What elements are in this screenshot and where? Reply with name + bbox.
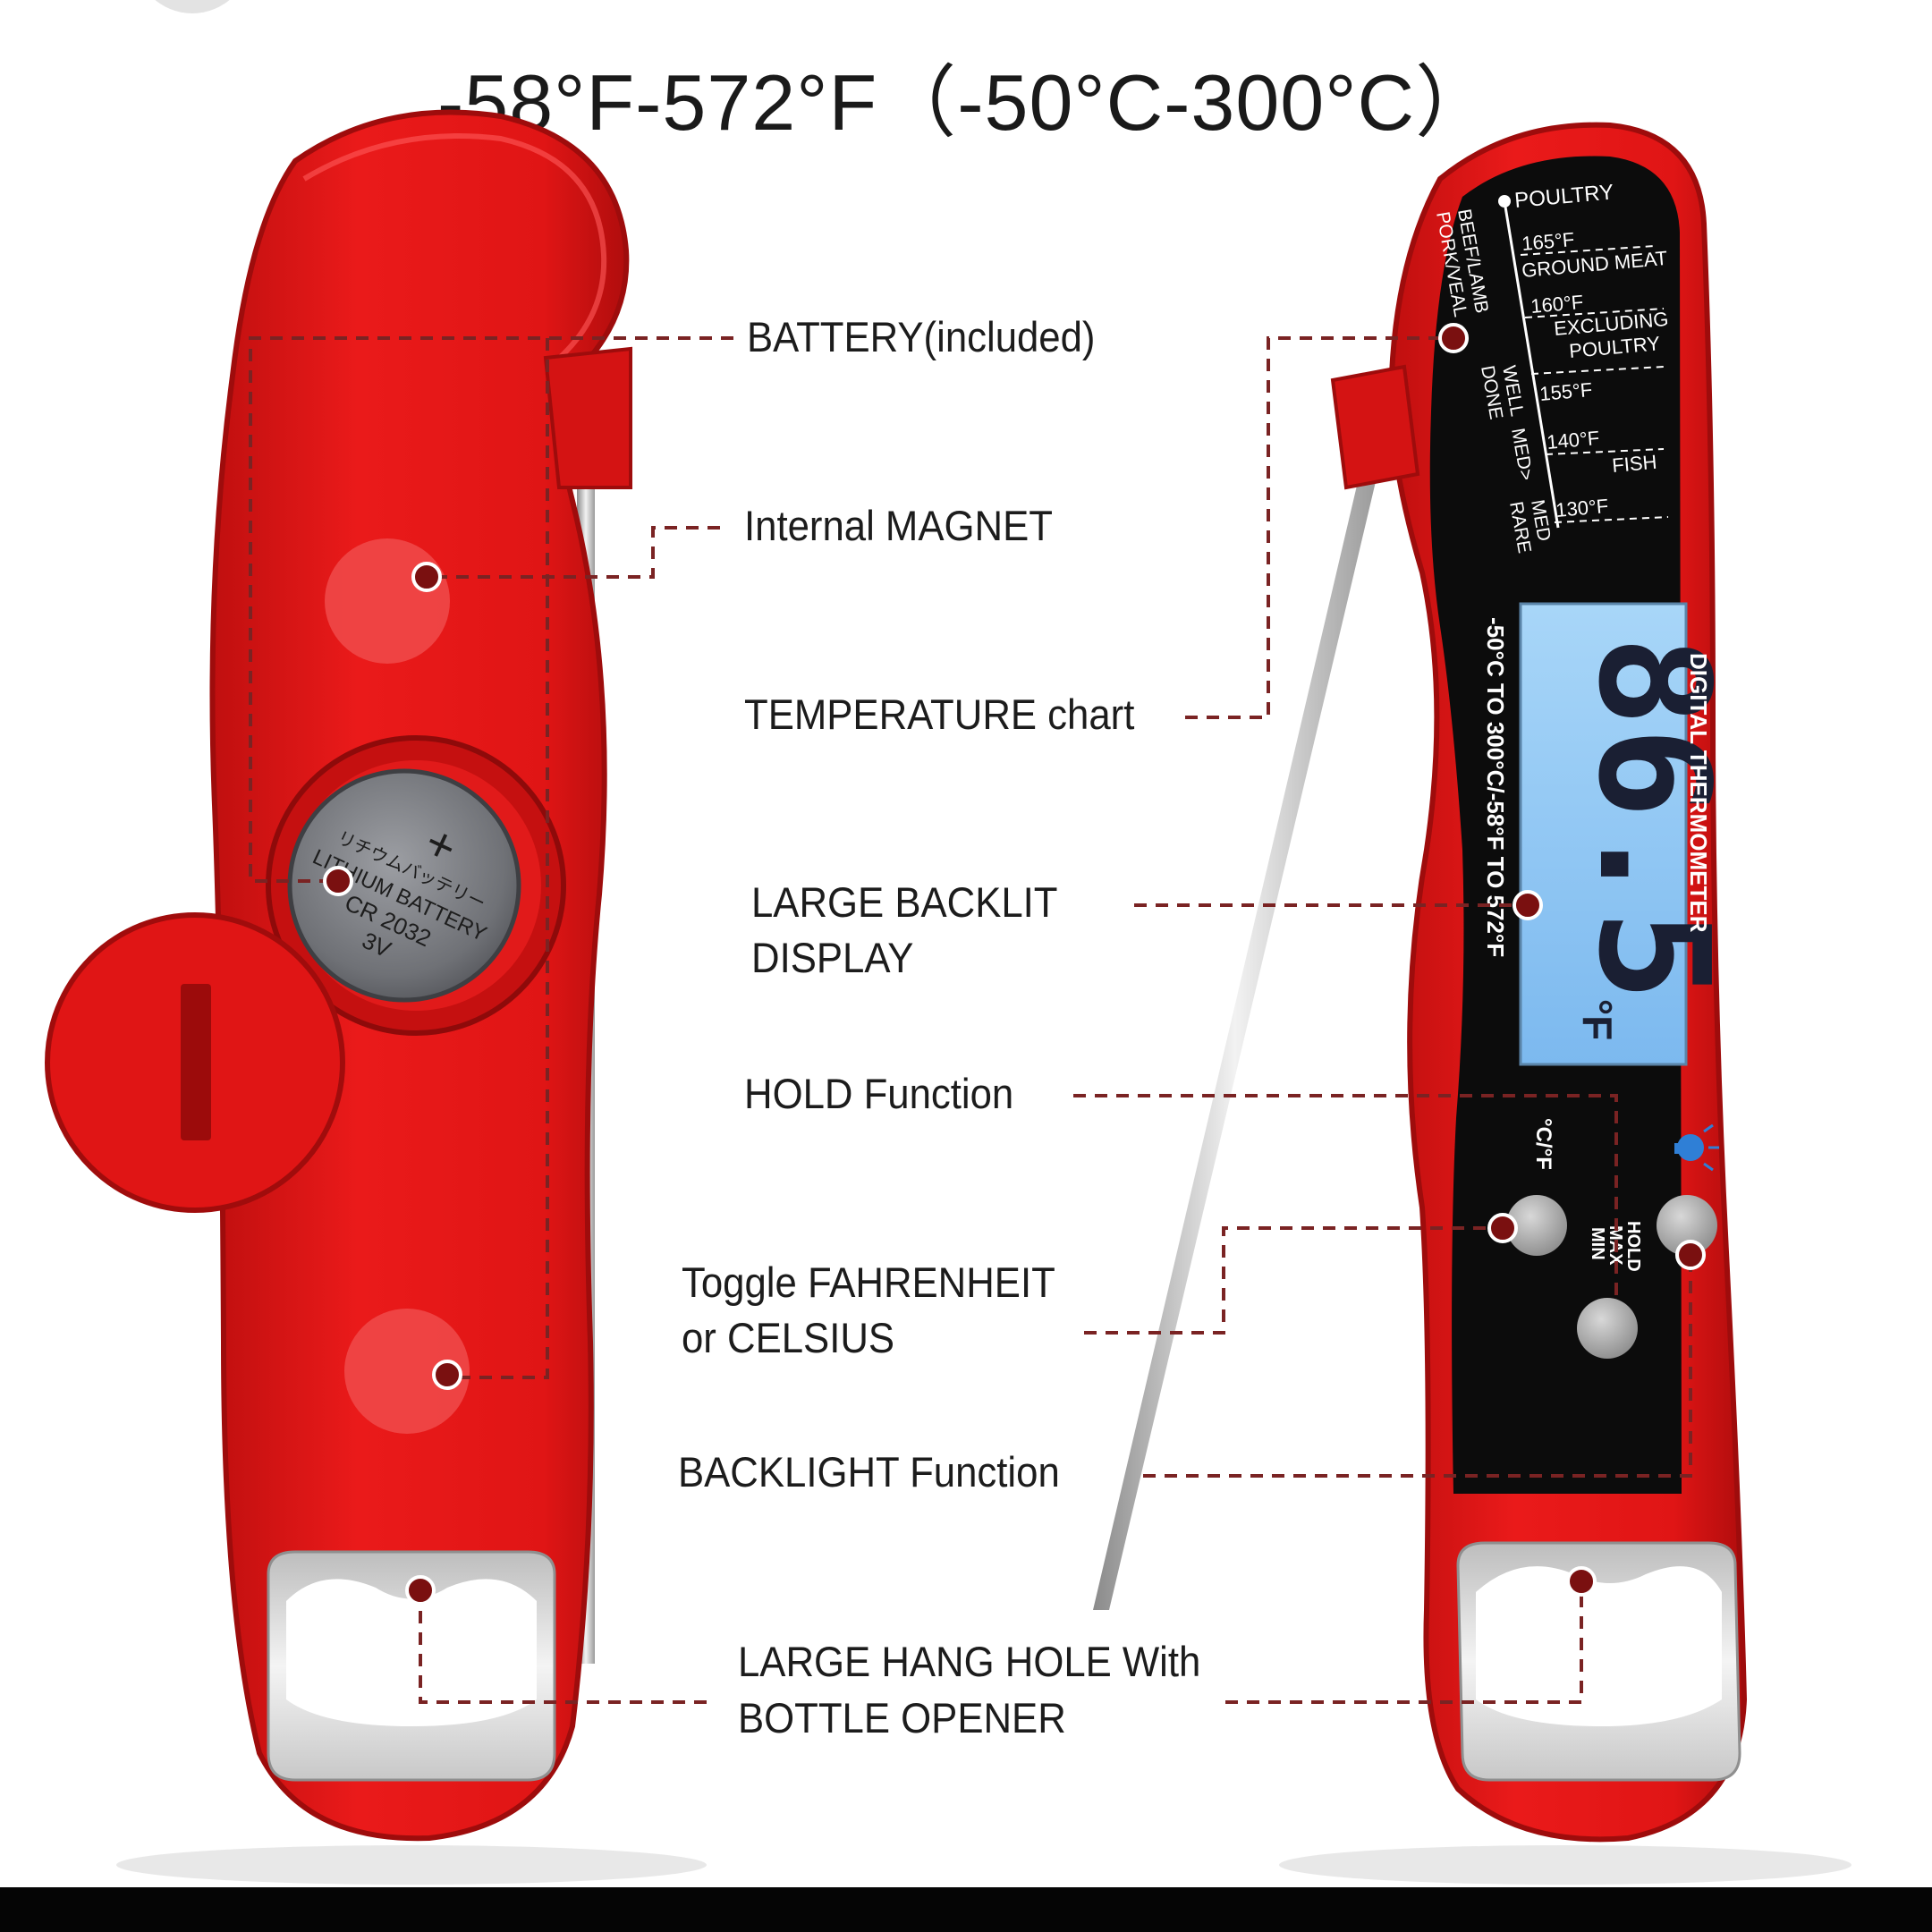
callout-backlight: BACKLIGHT Function	[678, 1448, 1060, 1496]
backlight-button[interactable]	[1657, 1195, 1717, 1256]
callout-hang-line2: BOTTLE OPENER	[738, 1694, 1066, 1741]
bottom-bar	[0, 1887, 1932, 1932]
temperature-chart-graphic: POULTRY 165°F GROUND MEAT 160°F EXCLUDIN…	[1432, 180, 1669, 555]
lcd-display	[1519, 602, 1688, 1066]
brand-label: DIGITAL THERMOMETER	[1685, 653, 1712, 933]
magnet-top	[325, 538, 450, 664]
lcd-unit: °F	[1574, 999, 1621, 1041]
magnet-bottom	[344, 1309, 470, 1434]
left-thermometer-back: + リチウムバッテリー LITHIUM BATTERY CR 2032 3V	[45, 109, 707, 1885]
callout-display-line2: DISPLAY	[751, 934, 914, 981]
callout-toggle-line2: or CELSIUS	[682, 1314, 895, 1361]
callout-hang-line1: LARGE HANG HOLE With	[738, 1638, 1201, 1685]
hold-button[interactable]	[1577, 1298, 1638, 1359]
chart-160: 160°F	[1530, 291, 1584, 318]
right-thermometer-front: POULTRY 165°F GROUND MEAT 160°F EXCLUDIN…	[1093, 122, 1852, 1885]
cf-button-label: °C/°F	[1531, 1118, 1555, 1170]
chart-fish: FISH	[1611, 451, 1657, 477]
min-label: MIN	[1588, 1227, 1607, 1260]
coin-battery	[287, 768, 521, 1003]
right-hinge	[1330, 364, 1420, 490]
lcd-reading: 86.5	[1564, 635, 1741, 1001]
callout-hold: HOLD Function	[744, 1070, 1014, 1117]
callout-magnet: Internal MAGNET	[744, 502, 1053, 549]
chart-165: 165°F	[1521, 228, 1575, 255]
callout-battery: BATTERY(included)	[747, 313, 1096, 360]
chart-140: 140°F	[1546, 427, 1600, 453]
callout-toggle-line1: Toggle FAHRENHEIT	[682, 1258, 1055, 1306]
callout-lines	[249, 336, 1692, 1704]
callout-temp-chart: TEMPERATURE chart	[744, 691, 1135, 738]
page-title: -58°F-572°F（-50°C-300°C）	[436, 58, 1495, 147]
cover-slot	[181, 984, 211, 1140]
chart-155: 155°F	[1538, 378, 1593, 405]
cf-button[interactable]	[1506, 1195, 1567, 1256]
callout-dots	[323, 323, 1706, 1606]
chart-130: 130°F	[1555, 495, 1609, 521]
range-label: -50°C TO 300°C/-58°F TO 572°F	[1482, 617, 1509, 957]
left-hinge	[543, 346, 632, 489]
right-probe	[1093, 474, 1377, 1610]
lightbulb-icon	[1674, 1123, 1719, 1172]
callout-display-line1: LARGE BACKLIT	[751, 878, 1058, 926]
hold-label: HOLD	[1623, 1221, 1643, 1272]
